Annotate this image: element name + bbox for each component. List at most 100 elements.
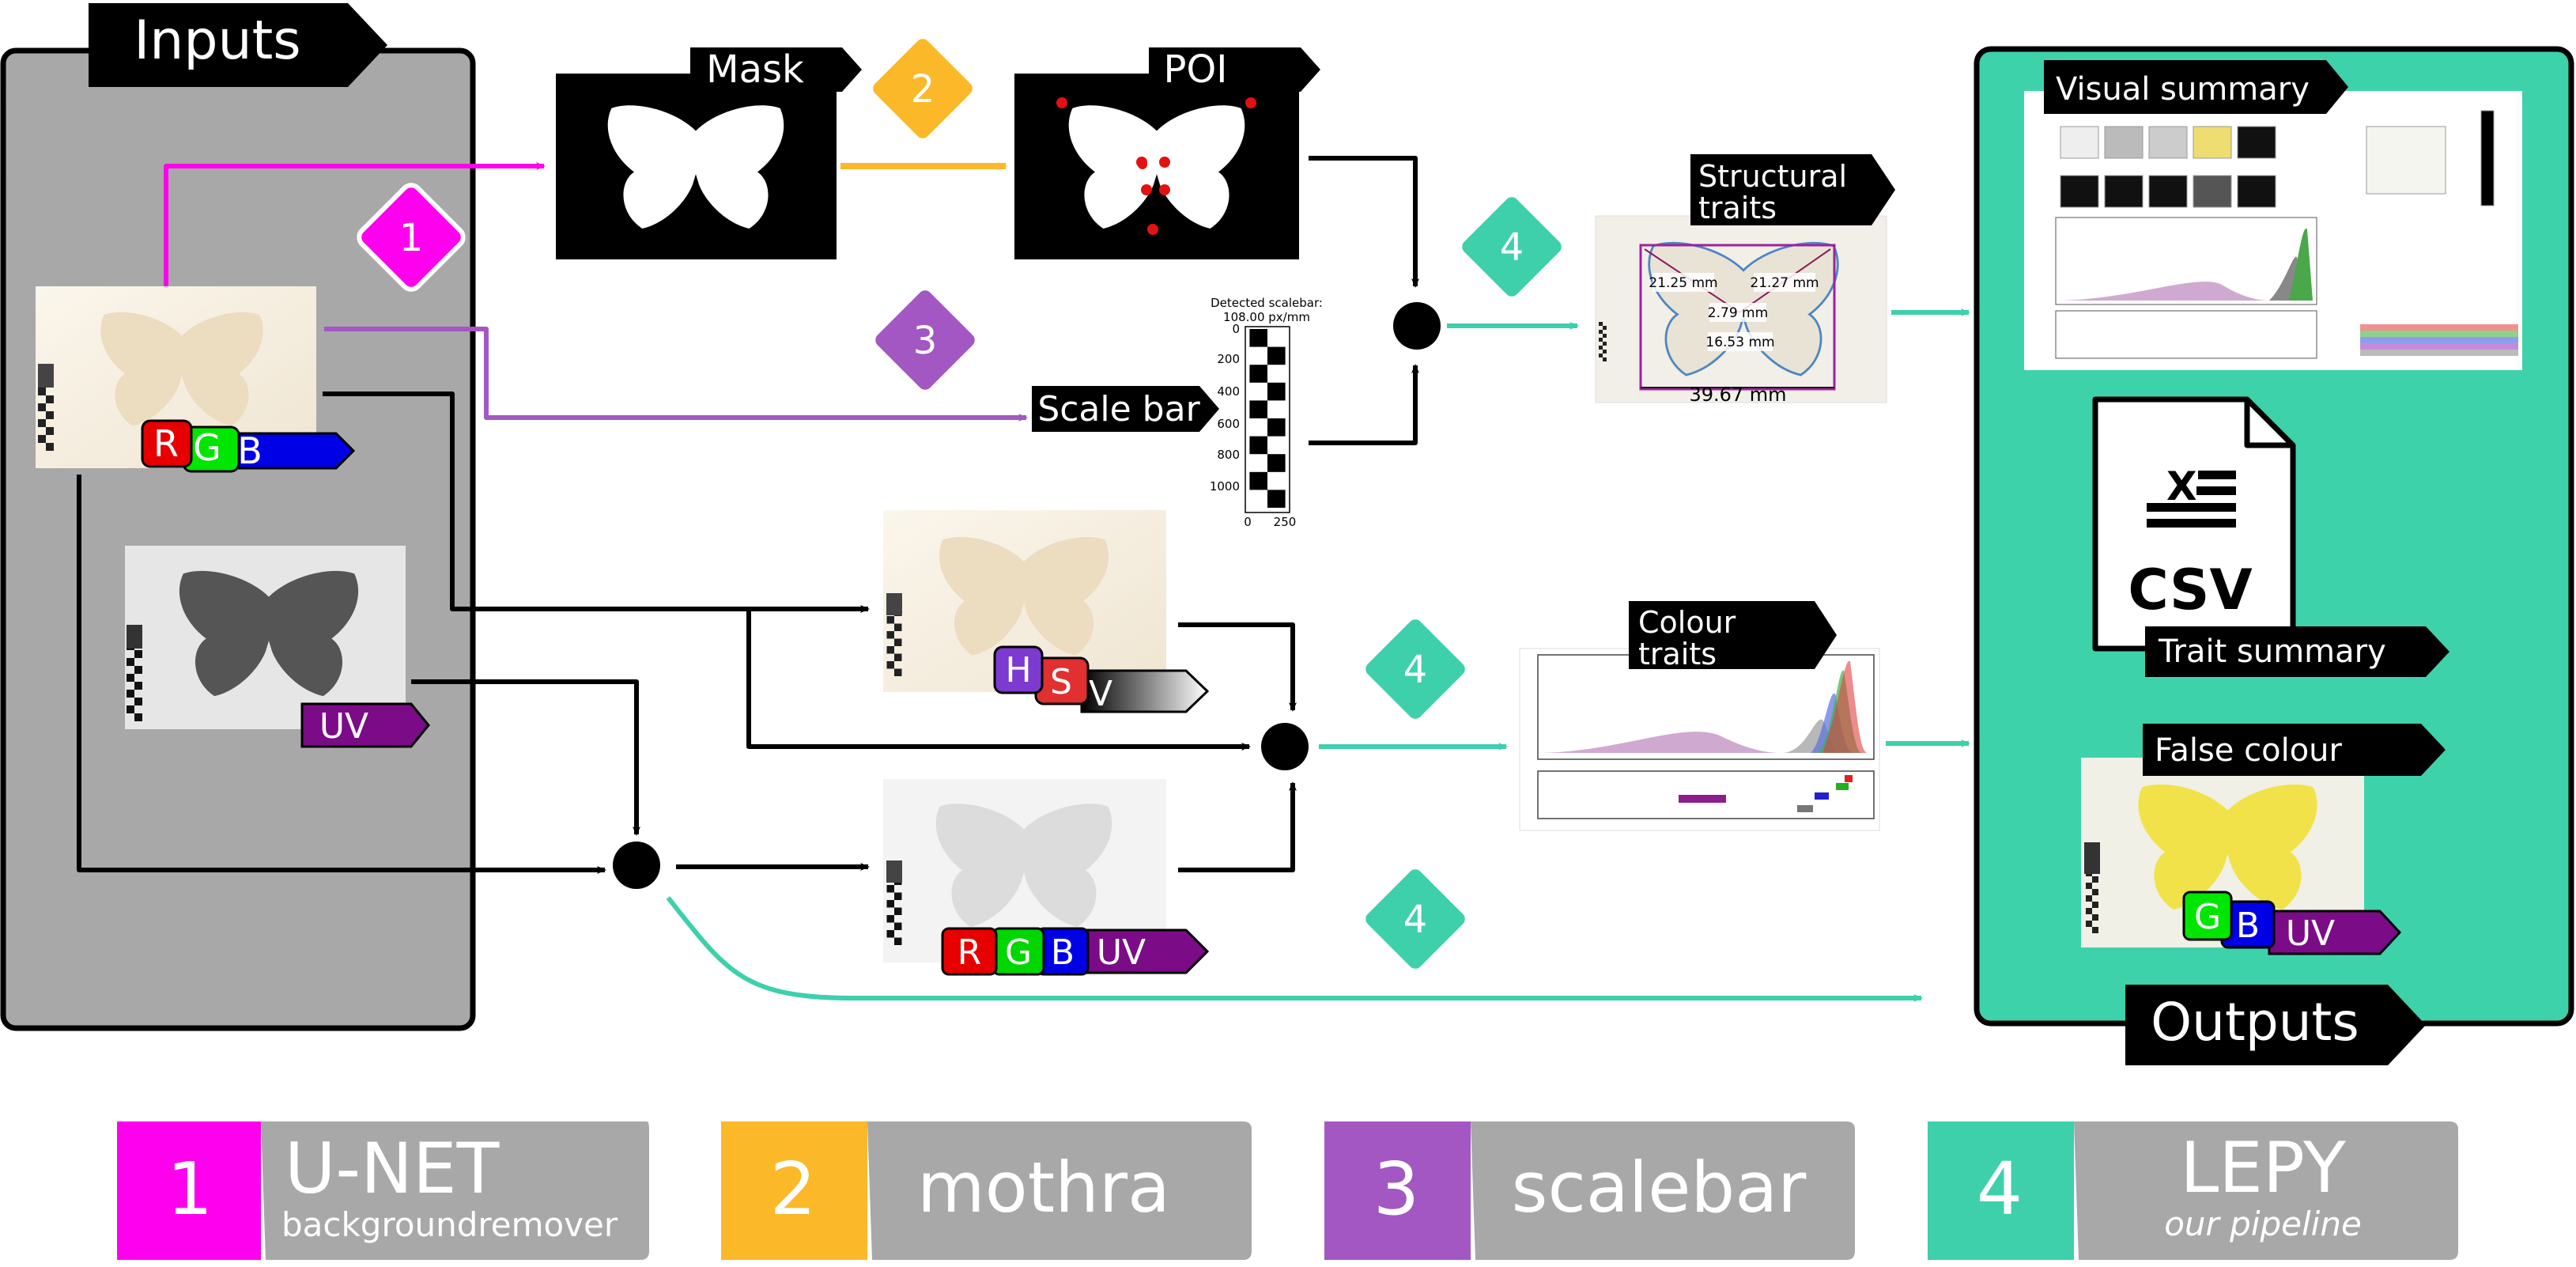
svg-text:H: H [1005, 650, 1031, 690]
svg-text:0: 0 [1244, 515, 1252, 529]
mask-image [556, 74, 837, 259]
svg-text:B: B [237, 429, 263, 472]
step-badge-4-structural: 4 [1457, 192, 1566, 301]
step-badge-4-colour: 4 [1361, 615, 1470, 724]
svg-text:backgroundremover: backgroundremover [281, 1205, 618, 1244]
svg-text:CSV: CSV [2128, 558, 2252, 622]
colour-traits-plot [1519, 648, 1880, 831]
structural-traits-label: Structural traits [1690, 154, 1895, 225]
step-badge-1: 1 [357, 183, 466, 292]
arrow-uv-merge-to-false-colour [666, 896, 1923, 1002]
inputs-title: Inputs [134, 9, 301, 72]
svg-text:False colour: False colour [2155, 732, 2343, 769]
svg-text:1000: 1000 [1210, 479, 1240, 494]
svg-text:39.67 mm: 39.67 mm [1689, 384, 1786, 406]
merge-node-uv [613, 842, 660, 889]
visual-summary-image [2024, 91, 2522, 370]
svg-text:4: 4 [1403, 648, 1428, 692]
hsv-tag: V S H [993, 645, 1210, 714]
svg-text:POI: POI [1164, 47, 1228, 92]
mask-label: Mask [690, 47, 862, 92]
svg-text:4: 4 [1500, 225, 1524, 270]
visual-summary-label: Visual summary [2044, 60, 2348, 114]
svg-text:0: 0 [1232, 322, 1240, 336]
svg-text:21.25 mm: 21.25 mm [1649, 275, 1717, 291]
svg-text:G: G [193, 426, 221, 469]
poi-image [1014, 74, 1299, 259]
arrow-rgb-to-uv-merge [77, 475, 606, 874]
svg-text:UV: UV [1097, 932, 1146, 973]
svg-text:Detected scalebar:: Detected scalebar: [1211, 296, 1323, 310]
svg-text:2.79 mm: 2.79 mm [1708, 305, 1768, 321]
svg-text:250: 250 [1274, 515, 1297, 529]
arrow-scalebar-to-merge [1309, 364, 1419, 445]
arrow-poi-to-merge [1309, 156, 1419, 288]
colour-traits-label: Colour traits [1629, 601, 1837, 671]
poi-label: POI [1149, 47, 1320, 92]
svg-text:Mask: Mask [706, 47, 804, 92]
svg-text:Visual summary: Visual summary [2056, 71, 2310, 108]
legend-item-1: 1 U-NET backgroundremover [117, 1121, 649, 1260]
svg-text:Colour: Colour [1638, 605, 1736, 640]
svg-text:B: B [1051, 932, 1075, 973]
svg-text:R: R [958, 932, 982, 973]
inputs-title-tag: Inputs [89, 3, 387, 87]
svg-text:200: 200 [1217, 352, 1240, 366]
svg-text:G: G [2194, 897, 2221, 937]
legend-item-2: 2 mothra [721, 1121, 1252, 1260]
svg-text:our pipeline: our pipeline [2164, 1205, 2362, 1243]
step-badge-2: 2 [868, 34, 977, 143]
svg-text:108.00 px/mm: 108.00 px/mm [1223, 310, 1310, 324]
svg-text:1: 1 [167, 1147, 213, 1231]
outputs-title-tag: Outputs [2125, 985, 2426, 1065]
rgb-tag: B G R [141, 419, 356, 473]
svg-text:G: G [1005, 932, 1032, 973]
svg-text:400: 400 [1217, 384, 1240, 399]
svg-text:S: S [1050, 662, 1072, 702]
arrow-hsv-to-colour-merge [1178, 622, 1297, 712]
step-badge-3: 3 [871, 286, 980, 395]
svg-text:UV: UV [319, 706, 368, 747]
structural-traits-image: 21.25 mm 21.27 mm 2.79 mm 16.53 mm 39.67… [1595, 215, 1887, 406]
svg-text:B: B [2236, 906, 2260, 946]
svg-text:4: 4 [1977, 1147, 2023, 1231]
gbuv-tag: UV B G [2182, 891, 2402, 955]
svg-text:600: 600 [1217, 417, 1240, 431]
arrow-rgbuv-to-colour-merge [1178, 781, 1297, 872]
svg-text:3: 3 [1373, 1147, 1420, 1231]
false-colour-label: False colour [2143, 724, 2446, 776]
svg-text:U-NET: U-NET [285, 1128, 500, 1209]
svg-text:Structural: Structural [1698, 159, 1847, 194]
merge-node-structural [1393, 302, 1441, 350]
arrow-rgb-to-scalebar [324, 327, 1028, 422]
svg-text:R: R [153, 422, 179, 465]
svg-text:UV: UV [2286, 913, 2335, 954]
csv-file-icon: X CSV [2092, 396, 2296, 652]
legend-item-3: 3 scalebar [1324, 1121, 1855, 1260]
arrow-uv-to-uv-merge [411, 679, 640, 836]
svg-text:Scale bar: Scale bar [1037, 389, 1200, 429]
svg-text:X: X [2166, 463, 2197, 509]
svg-text:traits: traits [1698, 191, 1777, 225]
svg-text:800: 800 [1217, 448, 1240, 462]
trait-summary-label: Trait summary [2145, 626, 2449, 677]
step-badge-4-false-colour: 4 [1361, 864, 1470, 974]
scale-bar-label: Scale bar [1032, 386, 1219, 432]
svg-text:scalebar: scalebar [1512, 1147, 1807, 1228]
uv-tag: UV [300, 702, 430, 748]
svg-text:2: 2 [770, 1147, 817, 1231]
svg-text:Trait summary: Trait summary [2158, 634, 2386, 670]
svg-text:4: 4 [1403, 898, 1428, 942]
uv-input-image [125, 546, 406, 729]
arrow-rgb-to-hsv [323, 391, 870, 613]
scalebar-plot: Detected scalebar: 108.00 px/mm 0 200 40… [1210, 296, 1323, 529]
legend-item-4: 4 LEPY our pipeline [1928, 1121, 2458, 1260]
rgbuv-tag: UV B G R [941, 927, 1210, 976]
svg-text:3: 3 [913, 319, 938, 363]
arrow-rgb-to-mask [164, 162, 546, 286]
svg-text:16.53 mm: 16.53 mm [1705, 335, 1774, 350]
connectors [77, 156, 1970, 1002]
svg-text:mothra: mothra [917, 1147, 1170, 1228]
svg-text:LEPY: LEPY [2180, 1127, 2346, 1208]
